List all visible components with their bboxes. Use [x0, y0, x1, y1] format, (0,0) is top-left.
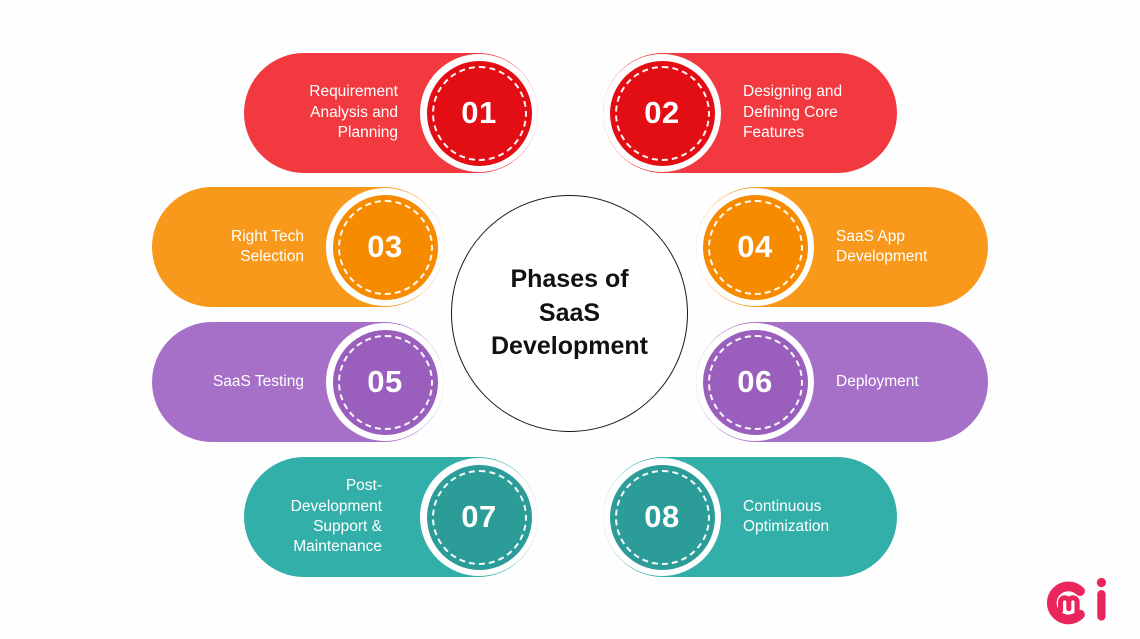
phase-1-number-ring: 01 — [420, 54, 538, 172]
phase-6-number-disc: 06 — [702, 329, 808, 435]
phase-8-label: Continuous Optimization — [743, 497, 830, 535]
phase-3: Right Tech Selection 03 — [152, 187, 444, 307]
phase-7-label: Post-Development Support & Maintenance — [290, 477, 382, 556]
mi-logo — [1044, 573, 1116, 627]
phase-4: SaaS App Development 04 — [696, 187, 988, 307]
phase-1-label: Requirement Analysis and Planning — [309, 83, 398, 142]
center-title-line-2: SaaS — [538, 298, 601, 327]
phase-5-number-disc: 05 — [332, 329, 438, 435]
phase-1: Requirement Analysis and Planning 01 — [244, 53, 538, 173]
phase-2-dashed-border — [614, 65, 710, 161]
phase-5-dashed-border — [337, 334, 433, 430]
phase-7-number: 07 — [461, 499, 497, 534]
logo-i-dot — [1096, 577, 1107, 588]
phase-8: Continuous Optimization 08 — [603, 457, 897, 577]
phase-2: Designing and Defining Core Features 02 — [603, 53, 897, 173]
phase-8-dashed-border — [614, 469, 710, 565]
phase-6: Deployment 06 — [696, 322, 988, 442]
phase-3-dashed-border — [337, 199, 433, 295]
phase-5-number-ring: 05 — [326, 323, 444, 441]
center-circle: Phases of SaaS Development — [451, 195, 688, 432]
phase-5-label: SaaS Testing — [212, 372, 304, 390]
phase-7-number-disc: 07 — [426, 464, 532, 570]
phase-3-number-ring: 03 — [326, 188, 444, 306]
phase-8-number-ring: 08 — [603, 458, 721, 576]
phase-3-number-disc: 03 — [332, 194, 438, 300]
phase-2-number: 02 — [644, 95, 680, 130]
phase-8-number-disc: 08 — [609, 464, 715, 570]
logo-m-glyph — [1058, 595, 1080, 616]
phase-7: Post-Development Support & Maintenance 0… — [244, 457, 538, 577]
logo-ring — [1046, 581, 1090, 625]
phase-3-label: Right Tech Selection — [231, 227, 304, 265]
phase-4-number: 04 — [737, 229, 773, 264]
phase-4-label: SaaS App Development — [836, 227, 928, 265]
phase-1-dashed-border — [431, 65, 527, 161]
phase-4-dashed-border — [707, 199, 803, 295]
phase-6-dashed-border — [707, 334, 803, 430]
mi-logo-svg — [1046, 577, 1107, 625]
phase-5: SaaS Testing 05 — [152, 322, 444, 442]
phase-6-number: 06 — [737, 364, 773, 399]
center-title-line-3: Development — [491, 332, 648, 361]
phase-4-number-ring: 04 — [696, 188, 814, 306]
center-title-line-1: Phases of — [510, 265, 629, 294]
phase-3-number: 03 — [367, 229, 403, 264]
phase-5-number: 05 — [367, 364, 403, 399]
phase-6-number-ring: 06 — [696, 323, 814, 441]
phase-8-number: 08 — [644, 499, 680, 534]
phase-1-number: 01 — [461, 95, 497, 130]
phase-7-dashed-border — [431, 469, 527, 565]
phase-2-number-disc: 02 — [609, 60, 715, 166]
phase-6-label: Deployment — [836, 372, 919, 390]
phase-7-number-ring: 07 — [420, 458, 538, 576]
phase-1-number-disc: 01 — [426, 60, 532, 166]
phase-4-number-disc: 04 — [702, 194, 808, 300]
phase-2-label: Designing and Defining Core Features — [743, 83, 843, 142]
phase-2-number-ring: 02 — [603, 54, 721, 172]
